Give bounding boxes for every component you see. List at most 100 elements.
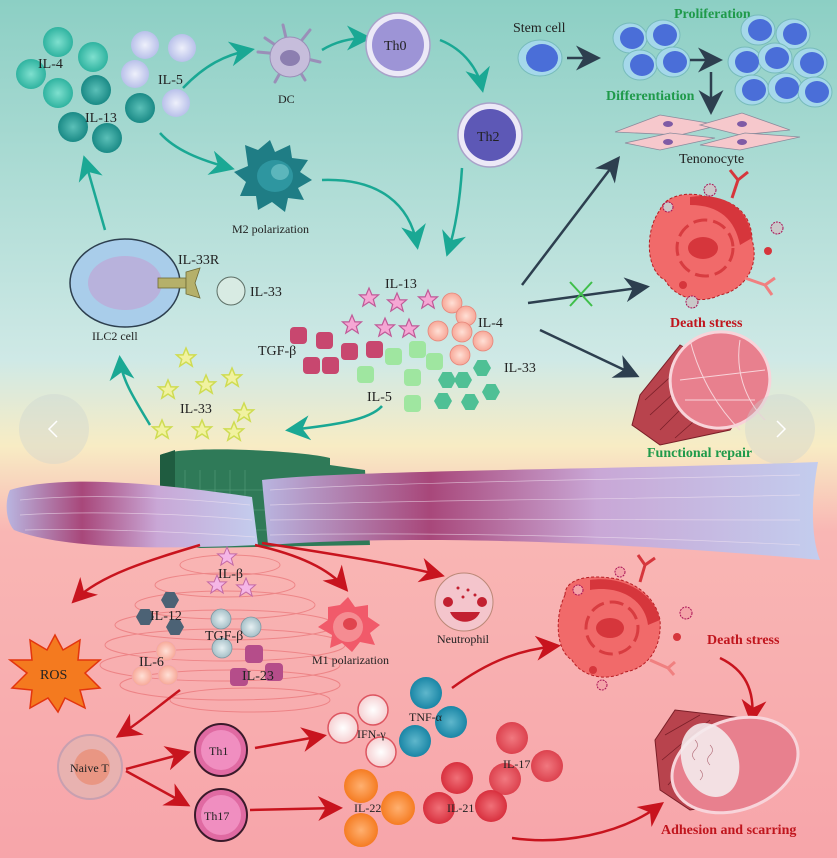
- label-tenonocyte: Tenonocyte: [679, 152, 744, 167]
- carousel-prev-button[interactable]: [19, 394, 89, 464]
- label-il5: IL-5: [158, 73, 183, 88]
- healthy-tendon-bundle: [631, 330, 772, 446]
- arrow-th2-to-cluster: [442, 167, 466, 257]
- arrow-to-tenonocyte: [521, 156, 621, 286]
- arrow-tnfa-to-death: [451, 635, 561, 690]
- tenonocytes: [614, 112, 801, 151]
- cytokine-cluster-repair: IL-13 IL-4 TGF-β IL-33 IL-5: [258, 277, 536, 412]
- dendritic-cell: DC: [256, 23, 322, 106]
- arrow-death-to-adhesion: [719, 656, 767, 725]
- label-il33-stars: IL-33: [180, 402, 212, 417]
- th0-cell: Th0: [365, 12, 431, 78]
- label-tnfa: TNF-α: [409, 710, 443, 724]
- tendon: [6, 449, 820, 560]
- label-th2: Th2: [477, 130, 500, 145]
- dying-cell-bottom: [557, 554, 693, 691]
- chevron-right-icon: [776, 420, 787, 438]
- arrow-to-adhesion: [511, 802, 665, 842]
- th1-cell: Th1: [194, 723, 248, 777]
- th17-cell: Th17: [194, 788, 248, 842]
- label-ifng: IFN-γ: [357, 727, 386, 741]
- arrow-dc-to-th0: [321, 25, 372, 52]
- label-il12: IL-12: [150, 609, 182, 624]
- il17-balls: [489, 722, 563, 795]
- arrow-naive-to-th17: [125, 769, 191, 807]
- label-naive-t: Naive T: [70, 761, 109, 775]
- arrow-th0-to-th2: [439, 38, 490, 93]
- ros-burst: ROS: [7, 633, 103, 714]
- arrow-il5-to-dc: [182, 41, 255, 89]
- label-il33-center: IL-33: [504, 361, 536, 376]
- th2-cell: Th2: [457, 102, 523, 168]
- tgfb-balls: [210, 608, 262, 659]
- carousel-next-button[interactable]: [745, 394, 815, 464]
- label-il4: IL-4: [38, 57, 63, 72]
- label-proliferation: Proliferation: [674, 7, 751, 22]
- proliferating-cells-large: [727, 14, 833, 108]
- label-neutrophil: Neutrophil: [437, 632, 490, 646]
- label-differentiation: Differentiation: [606, 89, 695, 104]
- stem-cell: [517, 39, 563, 77]
- label-il6: IL-6: [139, 655, 164, 670]
- arrow-to-death-stress-blocked: [527, 277, 650, 305]
- m2-macrophage: M2 polarization: [232, 140, 312, 236]
- label-il13-center: IL-13: [385, 277, 417, 292]
- label-il5-center: IL-5: [367, 390, 392, 405]
- ilc2-cell: ILC2 cell IL-33R IL-33: [69, 238, 282, 343]
- label-il33-ligand: IL-33: [250, 285, 282, 300]
- label-th1: Th1: [209, 744, 228, 758]
- arrow-th1-to-ifng: [254, 727, 327, 752]
- chevron-left-icon: [47, 420, 58, 438]
- neutrophil-cell: Neutrophil: [434, 572, 494, 646]
- label-ros: ROS: [40, 668, 67, 683]
- il23-squares: [230, 645, 283, 686]
- label-th0: Th0: [384, 39, 407, 54]
- label-il23: IL-23: [242, 669, 274, 684]
- ifng-balls: [327, 694, 397, 768]
- arrow-th17-to-il22: [249, 795, 343, 821]
- label-il-beta: IL-β: [218, 567, 243, 582]
- label-il22: IL-22: [354, 801, 381, 815]
- label-th17: Th17: [204, 809, 229, 823]
- arrow-ilc2-to-cluster: [78, 155, 107, 231]
- arrow-to-naive-t: [115, 689, 181, 738]
- naive-t-cell: Naive T: [57, 734, 123, 800]
- il22-balls: [344, 769, 415, 847]
- il33-receptor: [157, 277, 187, 289]
- arrow-to-neutrophil: [261, 541, 445, 583]
- label-ilc2-cell: ILC2 cell: [92, 329, 138, 343]
- il4-il5-il13-cluster: IL-4 IL-5 IL-13: [16, 27, 196, 153]
- tnfa-balls: [399, 677, 467, 757]
- label-m2-polarization: M2 polarization: [232, 222, 309, 236]
- arrow-to-ros: [71, 543, 201, 604]
- dying-cell-top: [648, 169, 784, 309]
- arrow-cluster-to-m2: [159, 132, 235, 175]
- label-tgfb-bottom: TGF-β: [205, 629, 243, 644]
- scarred-tendon-bundle: [654, 709, 800, 815]
- label-il33r: IL-33R: [178, 253, 220, 268]
- arrow-naive-to-th1: [125, 746, 191, 771]
- label-il21: IL-21: [447, 801, 474, 815]
- label-adhesion-scarring: Adhesion and scarring: [661, 823, 796, 838]
- arrow-il33-to-ilc2: [109, 355, 152, 426]
- label-il4-center: IL-4: [478, 316, 503, 331]
- label-functional-repair: Functional repair: [647, 446, 752, 461]
- arrow-to-m1: [254, 543, 349, 592]
- label-m1-polarization: M1 polarization: [312, 653, 389, 667]
- label-stem-cell: Stem cell: [513, 21, 566, 36]
- arrow-il5-to-tendon: [285, 405, 383, 441]
- label-il17: IL-17: [503, 757, 530, 771]
- label-dc: DC: [278, 92, 295, 106]
- m1-macrophage: M1 polarization: [312, 597, 389, 667]
- proliferating-cells-small: [612, 19, 691, 81]
- label-death-stress-bottom: Death stress: [707, 633, 780, 648]
- label-tgfb-center: TGF-β: [258, 344, 296, 359]
- label-il13: IL-13: [85, 111, 117, 126]
- label-death-stress-top: Death stress: [670, 316, 743, 331]
- blocked-x-icon: [569, 281, 593, 307]
- il6-balls: [131, 640, 179, 687]
- arrow-to-functional-repair: [539, 328, 640, 378]
- arrow-m2-to-cluster: [321, 178, 426, 250]
